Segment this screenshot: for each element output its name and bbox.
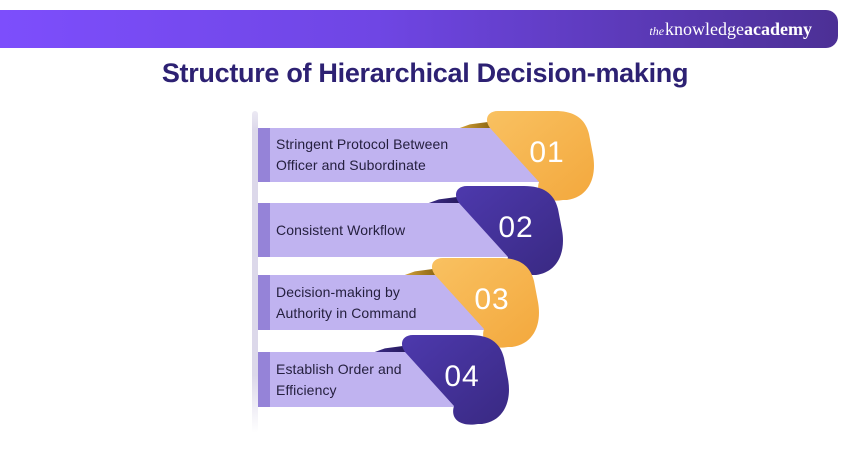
timeline-line xyxy=(252,111,258,433)
step-label-1: Stringent Protocol Between Officer and S… xyxy=(276,136,449,173)
logo-word-the: the xyxy=(649,23,665,38)
step-number-badge-3: 03 xyxy=(431,258,539,348)
step-bar-3-cap xyxy=(258,275,270,330)
step-number-badge-4: 04 xyxy=(401,335,509,425)
badge-shape-2 xyxy=(455,186,563,276)
step-number-badge-2: 02 xyxy=(455,186,563,276)
ribbon-fold-3 xyxy=(402,267,448,276)
badge-number-4: 04 xyxy=(444,360,479,393)
badge-shape-3 xyxy=(431,258,539,348)
step-label-2: Consistent Workflow xyxy=(276,221,406,238)
badge-shape-4 xyxy=(401,335,509,425)
step-bar-4-cap xyxy=(258,352,270,407)
page-title: Structure of Hierarchical Decision-makin… xyxy=(161,58,689,88)
ribbon-fold-2 xyxy=(426,195,472,204)
logo-word-academy: academy xyxy=(744,18,812,39)
ribbon-fold-1 xyxy=(457,120,503,129)
step-label-4: Establish Order and Efficiency xyxy=(276,360,402,398)
step-label-3: Decision-making by Authority in Command xyxy=(276,283,417,321)
step-number-badge-1: 01 xyxy=(486,111,594,201)
step-bar-1-cap xyxy=(258,128,270,182)
badge-number-3: 03 xyxy=(474,283,509,316)
badge-number-1: 01 xyxy=(529,136,564,169)
step-bar-2-cap xyxy=(258,203,270,257)
badge-number-2: 02 xyxy=(498,211,533,244)
ribbon-fold-4 xyxy=(372,344,418,353)
step-bar-1: Stringent Protocol Between Officer and S… xyxy=(258,128,545,182)
logo-word-knowledge: knowledge xyxy=(665,18,745,39)
knowledge-academy-logo: theknowledgeacademy xyxy=(649,20,812,39)
badge-shape-1 xyxy=(486,111,594,201)
header-banner: theknowledgeacademy xyxy=(0,10,838,48)
